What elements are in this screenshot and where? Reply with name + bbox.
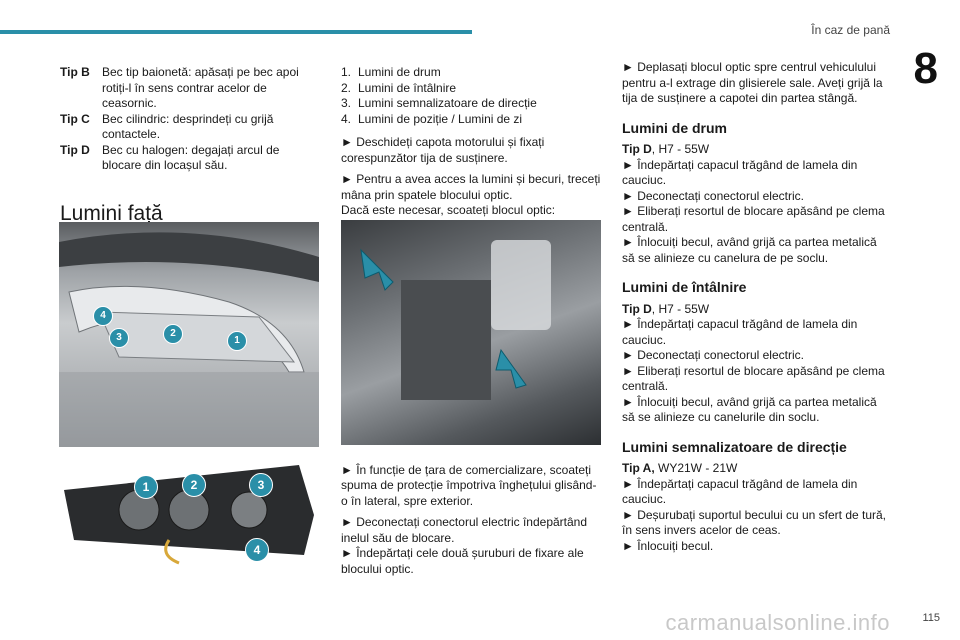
- column-1: Tip B Bec tip baionetă: apăsați pe bec a…: [60, 65, 320, 225]
- bulb-spec: Tip A, WY21W - 21W: [622, 461, 892, 477]
- bulb-spec: Tip D, H7 - 55W: [622, 142, 892, 158]
- step: ► Eliberați resortul de blocare apăsând …: [622, 363, 885, 394]
- list-text: Lumini de poziție / Lumini de zi: [358, 111, 523, 126]
- paragraph: ► În funcție de țara de comercializare, …: [341, 462, 597, 508]
- callout-badge: 2: [163, 324, 183, 344]
- column-3: ► Deplasați blocul optic spre centrul ve…: [622, 60, 892, 554]
- header-accent-bar: [0, 30, 472, 34]
- paragraph: ► Deplasați blocul optic spre centrul ve…: [622, 60, 883, 105]
- callout-badge: 1: [134, 475, 158, 499]
- bulb-rating: , H7 - 55W: [651, 142, 710, 156]
- callout-badge: 4: [245, 538, 269, 562]
- list-item: 3. Lumini semnalizatoare de direcție: [341, 96, 601, 112]
- engine-bay-photo: [341, 220, 601, 445]
- callout-badge: 3: [249, 473, 273, 497]
- chapter-title: În caz de pană: [811, 23, 890, 37]
- step: ► Îndepărtați capacul trăgând de lamela …: [622, 317, 858, 347]
- tip-row: Tip D Bec cu halogen: degajați arcul de …: [60, 143, 320, 174]
- tip-key: Tip B: [60, 65, 90, 79]
- list-text: Lumini de drum: [358, 65, 441, 79]
- callout-badge: 2: [182, 473, 206, 497]
- paragraph: ► Îndepărtați cele două șuruburi de fixa…: [341, 546, 584, 576]
- tip-text: Bec cu halogen: degajați arcul de blocar…: [102, 142, 280, 173]
- list-number: 3.: [341, 96, 352, 110]
- tip-text: Bec cilindric: desprindeți cu grijă cont…: [102, 111, 274, 142]
- tip-key: Tip D: [60, 142, 90, 157]
- headlight-illustration: [59, 232, 319, 447]
- step: ► Îndepărtați capacul trăgând de lamela …: [622, 476, 858, 507]
- step: ► Înlocuiți becul, având grijă ca partea…: [622, 394, 877, 425]
- bulb-rating: WY21W - 21W: [654, 461, 738, 475]
- step: ► Înlocuiți becul, având grijă ca partea…: [622, 235, 877, 265]
- section-heading: Lumini de drum: [622, 119, 727, 136]
- headlight-photo: 4 3 2 1: [59, 222, 319, 447]
- chapter-number: 8: [913, 44, 938, 93]
- step: ► Eliberați resortul de blocare apăsând …: [622, 204, 885, 234]
- list-text: Lumini de întâlnire: [358, 80, 457, 95]
- list-number: 1.: [341, 65, 352, 79]
- bulb-rating: , H7 - 55W: [651, 301, 710, 316]
- callout-badge: 1: [227, 331, 247, 351]
- section-heading: Lumini semnalizatoare de direcție: [622, 438, 847, 455]
- bulb-spec: Tip D, H7 - 55W: [622, 302, 892, 318]
- step: ► Înlocuiți becul.: [622, 538, 714, 553]
- paragraph: ► Deschideți capota motorului și fixați …: [341, 135, 545, 165]
- list-number: 2.: [341, 80, 352, 95]
- section-heading: Lumini de întâlnire: [622, 279, 747, 295]
- step: ► Deconectați conectorul electric.: [622, 348, 804, 362]
- page-number: 115: [922, 612, 940, 624]
- paragraph: ► Pentru a avea acces la lumini și becur…: [341, 172, 601, 202]
- callout-badge: 4: [93, 306, 113, 326]
- bulb-type: Tip D: [622, 142, 652, 156]
- lights-legend-list: 1. Lumini de drum 2. Lumini de întâlnire 3…: [341, 65, 601, 127]
- lamp-assembly-photo: 1 2 3 4: [59, 455, 319, 570]
- paragraph: ► Deconectați conectorul electric îndepă…: [341, 515, 588, 545]
- callout-badge: 3: [109, 328, 129, 348]
- engine-bay-illustration: [360, 240, 551, 400]
- watermark: carmanualsonline.info: [665, 610, 890, 635]
- column-2: 1. Lumini de drum 2. Lumini de întâlnire 3…: [341, 65, 601, 583]
- list-item: 1. Lumini de drum: [341, 65, 601, 81]
- step: ► Deșurubați suportul becului cu un sfer…: [622, 507, 887, 538]
- tip-row: Tip C Bec cilindric: desprindeți cu grij…: [60, 112, 320, 143]
- tip-text: Bec tip baionetă: apăsați pe bec apoi ro…: [102, 65, 299, 110]
- paragraph: Dacă este necesar, scoateți blocul optic…: [341, 203, 556, 217]
- tip-row: Tip B Bec tip baionetă: apăsați pe bec a…: [60, 65, 320, 112]
- list-text: Lumini semnalizatoare de direcție: [358, 96, 537, 110]
- list-item: 4. Lumini de poziție / Lumini de zi: [341, 112, 601, 128]
- bulb-type: Tip A,: [622, 461, 655, 475]
- step: ► Îndepărtați capacul trăgând de lamela …: [622, 157, 858, 188]
- list-number: 4.: [341, 111, 352, 126]
- section-title: Lumini față: [60, 201, 163, 225]
- tip-key: Tip C: [60, 111, 90, 126]
- bulb-type: Tip D: [622, 301, 652, 316]
- step: ► Deconectați conectorul electric.: [622, 188, 804, 203]
- lamp-assembly-illustration: [64, 465, 314, 565]
- list-item: 2. Lumini de întâlnire: [341, 81, 601, 97]
